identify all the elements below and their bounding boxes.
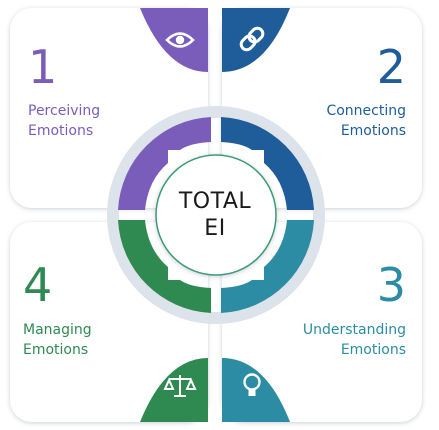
connecting-label-line2: Emotions [340, 123, 406, 139]
managing-label: Managing Emotions [23, 320, 92, 360]
center-label: TOTAL EI [150, 188, 280, 242]
arc-perceiving [118, 117, 211, 210]
perceiving-label: Perceiving Emotions [28, 101, 100, 141]
arc-managing [118, 220, 211, 313]
understanding-label-line1: Understanding [302, 322, 406, 338]
connecting-label-line1: Connecting [326, 103, 406, 119]
arc-understanding [221, 220, 314, 313]
understanding-label: Understanding Emotions [303, 320, 406, 360]
arc-connecting [221, 117, 314, 210]
scales-icon [163, 375, 197, 397]
connecting-label: Connecting Emotions [326, 101, 406, 141]
perceiving-label-line2: Emotions [28, 123, 94, 139]
leaf-understanding [222, 358, 290, 422]
center-label-line1: TOTAL [178, 189, 252, 214]
managing-label-line2: Emotions [23, 342, 89, 358]
leaf-managing [140, 358, 208, 422]
center-label-line2: EI [204, 216, 226, 241]
leaf-perceiving [140, 8, 208, 72]
perceiving-number: 1 [28, 40, 58, 94]
eye-icon [165, 32, 195, 48]
leaf-connecting [222, 8, 290, 72]
center-circle [155, 154, 277, 276]
ring-background [107, 106, 325, 324]
link-icon [239, 26, 265, 52]
lightbulb-icon [243, 373, 261, 396]
connecting-number: 2 [376, 40, 406, 94]
managing-label-line1: Managing [23, 322, 92, 338]
perceiving-label-line1: Perceiving [28, 103, 101, 119]
managing-number: 4 [23, 258, 53, 312]
understanding-number: 3 [376, 258, 406, 312]
understanding-label-line2: Emotions [340, 342, 406, 358]
